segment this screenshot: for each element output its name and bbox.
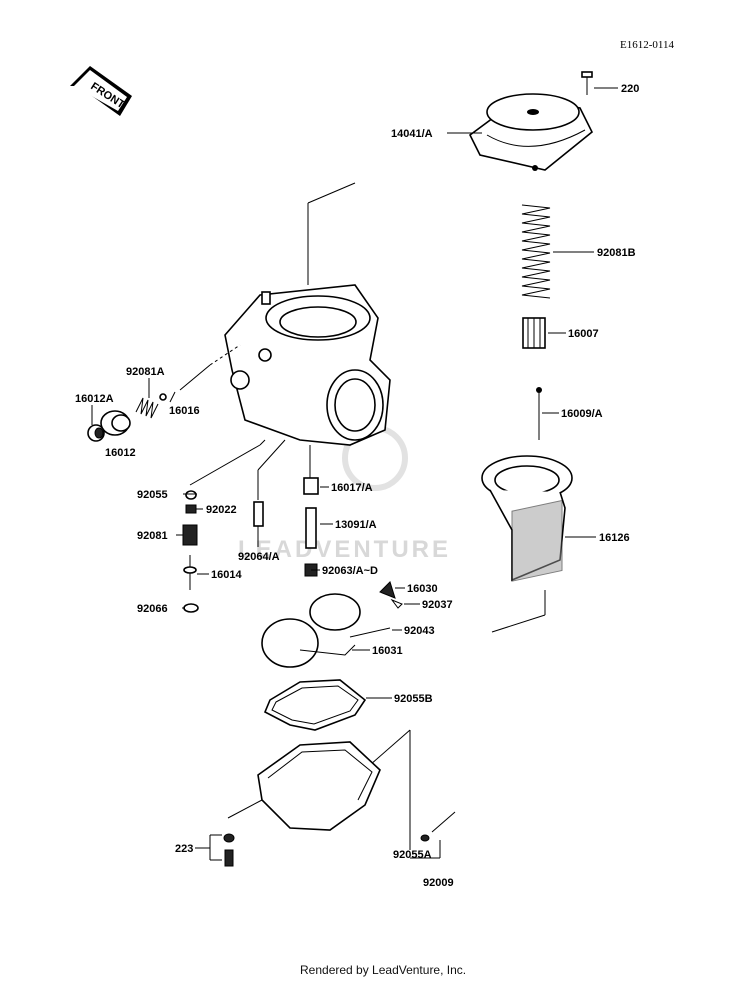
washer-92066 <box>183 603 199 613</box>
cap-16012 <box>100 410 131 436</box>
label-92009: 92009 <box>423 877 454 889</box>
label-92043: 92043 <box>404 625 435 637</box>
label-92055a: 92055A <box>393 849 432 861</box>
label-92081: 92081 <box>137 530 168 542</box>
label-92055: 92055 <box>137 489 168 501</box>
clip-92037 <box>390 598 403 609</box>
footer-credit: Rendered by LeadVenture, Inc. <box>300 963 466 977</box>
label-16016: 16016 <box>169 405 200 417</box>
float-valve-16030 <box>379 581 396 599</box>
label-16017a: 16017/A <box>331 482 373 494</box>
leader-lines <box>91 87 618 849</box>
spring-92081a <box>135 393 167 419</box>
label-92066: 92066 <box>137 603 168 615</box>
needle-16014 <box>183 555 197 590</box>
screw-220 <box>581 71 593 95</box>
drain-screw-92009 <box>409 730 456 859</box>
carburetor-body <box>224 182 391 446</box>
watermark-text: LEADVENTURE <box>238 536 451 563</box>
holder-16017a <box>303 477 319 495</box>
spring-92081b <box>521 204 551 299</box>
label-16012a: 16012A <box>75 393 114 405</box>
float-16031 <box>261 593 361 668</box>
label-92055b: 92055B <box>394 693 433 705</box>
label-92063a: 92063/A~D <box>322 565 378 577</box>
label-16007: 16007 <box>568 328 599 340</box>
top-cover-14041 <box>468 93 594 171</box>
label-13091a: 13091/A <box>335 519 377 531</box>
gasket-92055b <box>263 679 367 731</box>
vacuum-piston-16126 <box>481 455 573 582</box>
pilot-screw-16016 <box>179 344 241 391</box>
label-92081a: 92081A <box>126 366 165 378</box>
float-bowl <box>227 729 411 831</box>
front-arrow-icon: FRONT <box>70 66 132 116</box>
jet-92064a <box>253 501 264 527</box>
label-92081b: 92081B <box>597 247 636 259</box>
diagram-code: E1612-0114 <box>620 39 674 51</box>
screw-223 <box>209 833 235 867</box>
needle-holder-16007 <box>522 317 546 349</box>
o-ring-92055 <box>185 490 197 500</box>
label-92022: 92022 <box>206 504 237 516</box>
label-14041a: 14041/A <box>391 128 433 140</box>
pin-92043 <box>349 627 391 638</box>
washer-92022 <box>185 504 197 514</box>
label-16031: 16031 <box>372 645 403 657</box>
label-16012: 16012 <box>105 447 136 459</box>
label-220: 220 <box>621 83 639 95</box>
label-92037: 92037 <box>422 599 453 611</box>
label-92064a: 92064/A <box>238 551 280 563</box>
cap-16012a <box>87 424 105 442</box>
label-223: 223 <box>175 843 193 855</box>
label-16014: 16014 <box>211 569 242 581</box>
jet-needle-16009 <box>536 387 542 440</box>
spring-92081 <box>182 524 198 546</box>
label-16030: 16030 <box>407 583 438 595</box>
label-16009a: 16009/A <box>561 408 603 420</box>
watermark: LEADVENTURE <box>238 425 451 563</box>
label-16126: 16126 <box>599 532 630 544</box>
needle-jet-13091a <box>305 507 317 549</box>
